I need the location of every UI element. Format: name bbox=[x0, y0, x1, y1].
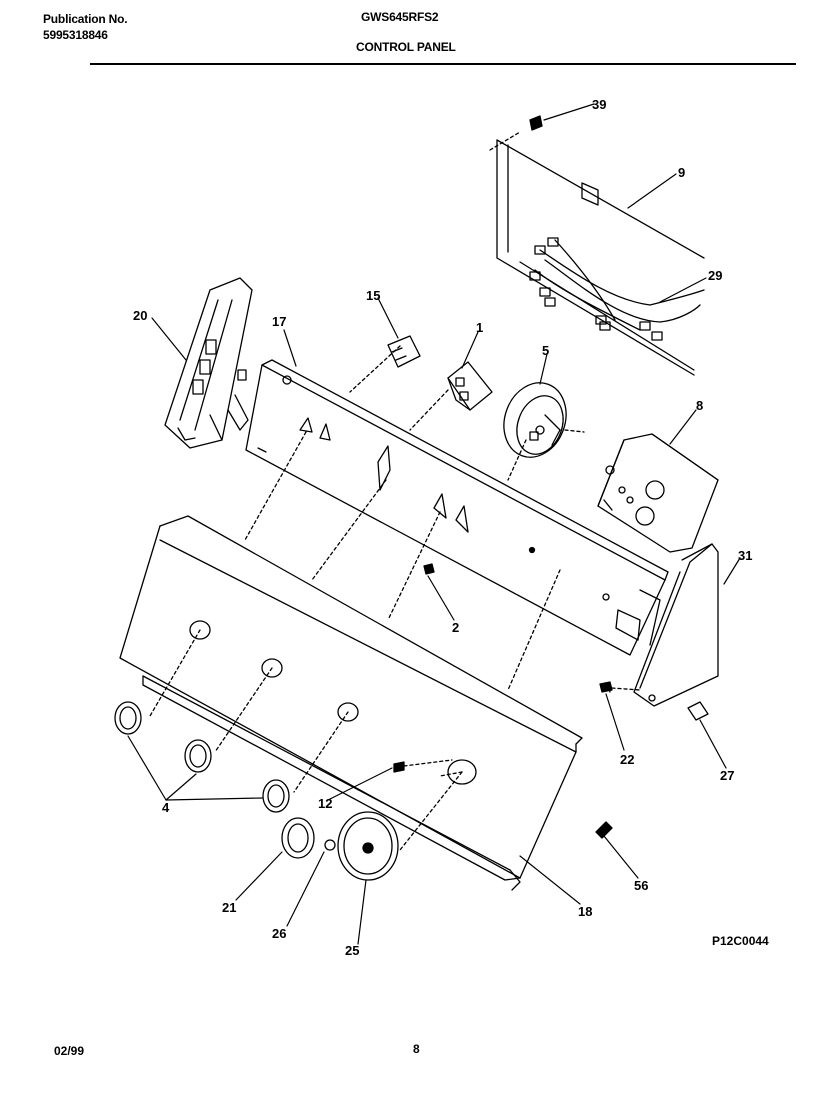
callout-31: 31 bbox=[738, 548, 752, 563]
wire-harness-part-29 bbox=[529, 237, 705, 341]
screw-part-39 bbox=[529, 115, 543, 131]
knob-part-21 bbox=[281, 817, 315, 859]
callout-21: 21 bbox=[222, 900, 236, 915]
callout-9: 9 bbox=[678, 165, 685, 180]
control-panel-part-17 bbox=[245, 359, 669, 656]
callout-4: 4 bbox=[162, 800, 170, 815]
switch-part-1 bbox=[447, 361, 493, 411]
clip-part-26 bbox=[324, 839, 336, 851]
end-cap-part-31 bbox=[633, 543, 719, 707]
callout-22: 22 bbox=[620, 752, 634, 767]
page-number: 8 bbox=[413, 1042, 420, 1056]
callout-56: 56 bbox=[634, 878, 648, 893]
callout-26: 26 bbox=[272, 926, 286, 941]
callout-18: 18 bbox=[578, 904, 592, 919]
clip-part-2 bbox=[423, 563, 435, 575]
callout-5: 5 bbox=[542, 343, 549, 358]
callout-1: 1 bbox=[476, 320, 483, 335]
footer-date: 02/99 bbox=[54, 1044, 85, 1058]
dial-part-25 bbox=[337, 811, 399, 881]
publication-number: 5995318846 bbox=[43, 28, 108, 42]
callout-39: 39 bbox=[592, 97, 606, 112]
rear-panel-part-9 bbox=[489, 131, 705, 376]
callout-20: 20 bbox=[133, 308, 147, 323]
callout-12: 12 bbox=[318, 796, 332, 811]
clip-part-27 bbox=[687, 701, 709, 721]
header-rule bbox=[90, 63, 796, 65]
switch-part-15 bbox=[387, 335, 421, 368]
clip-part-12 bbox=[393, 761, 405, 773]
callout-labels: 39 9 29 20 15 17 1 5 8 2 31 22 27 4 12 2… bbox=[133, 97, 752, 958]
diagram-code: P12C0044 bbox=[712, 934, 769, 948]
assembly-lines bbox=[149, 345, 641, 851]
callout-25: 25 bbox=[345, 943, 359, 958]
section-title: CONTROL PANEL bbox=[356, 40, 456, 54]
control-board-part-8 bbox=[597, 433, 719, 553]
callout-17: 17 bbox=[272, 314, 286, 329]
callout-29: 29 bbox=[708, 268, 722, 283]
knob-part-4 bbox=[114, 701, 290, 813]
leader-lines bbox=[127, 103, 741, 945]
publication-label: Publication No. bbox=[43, 12, 128, 26]
end-bracket-part-20 bbox=[164, 277, 253, 449]
callout-27: 27 bbox=[720, 768, 734, 783]
callout-15: 15 bbox=[366, 288, 380, 303]
callout-8: 8 bbox=[696, 398, 703, 413]
model-number: GWS645RFS2 bbox=[361, 10, 439, 24]
screw-part-56 bbox=[595, 821, 613, 839]
timer-part-5 bbox=[503, 382, 567, 458]
callout-2: 2 bbox=[452, 620, 459, 635]
console-part-18 bbox=[119, 515, 583, 891]
